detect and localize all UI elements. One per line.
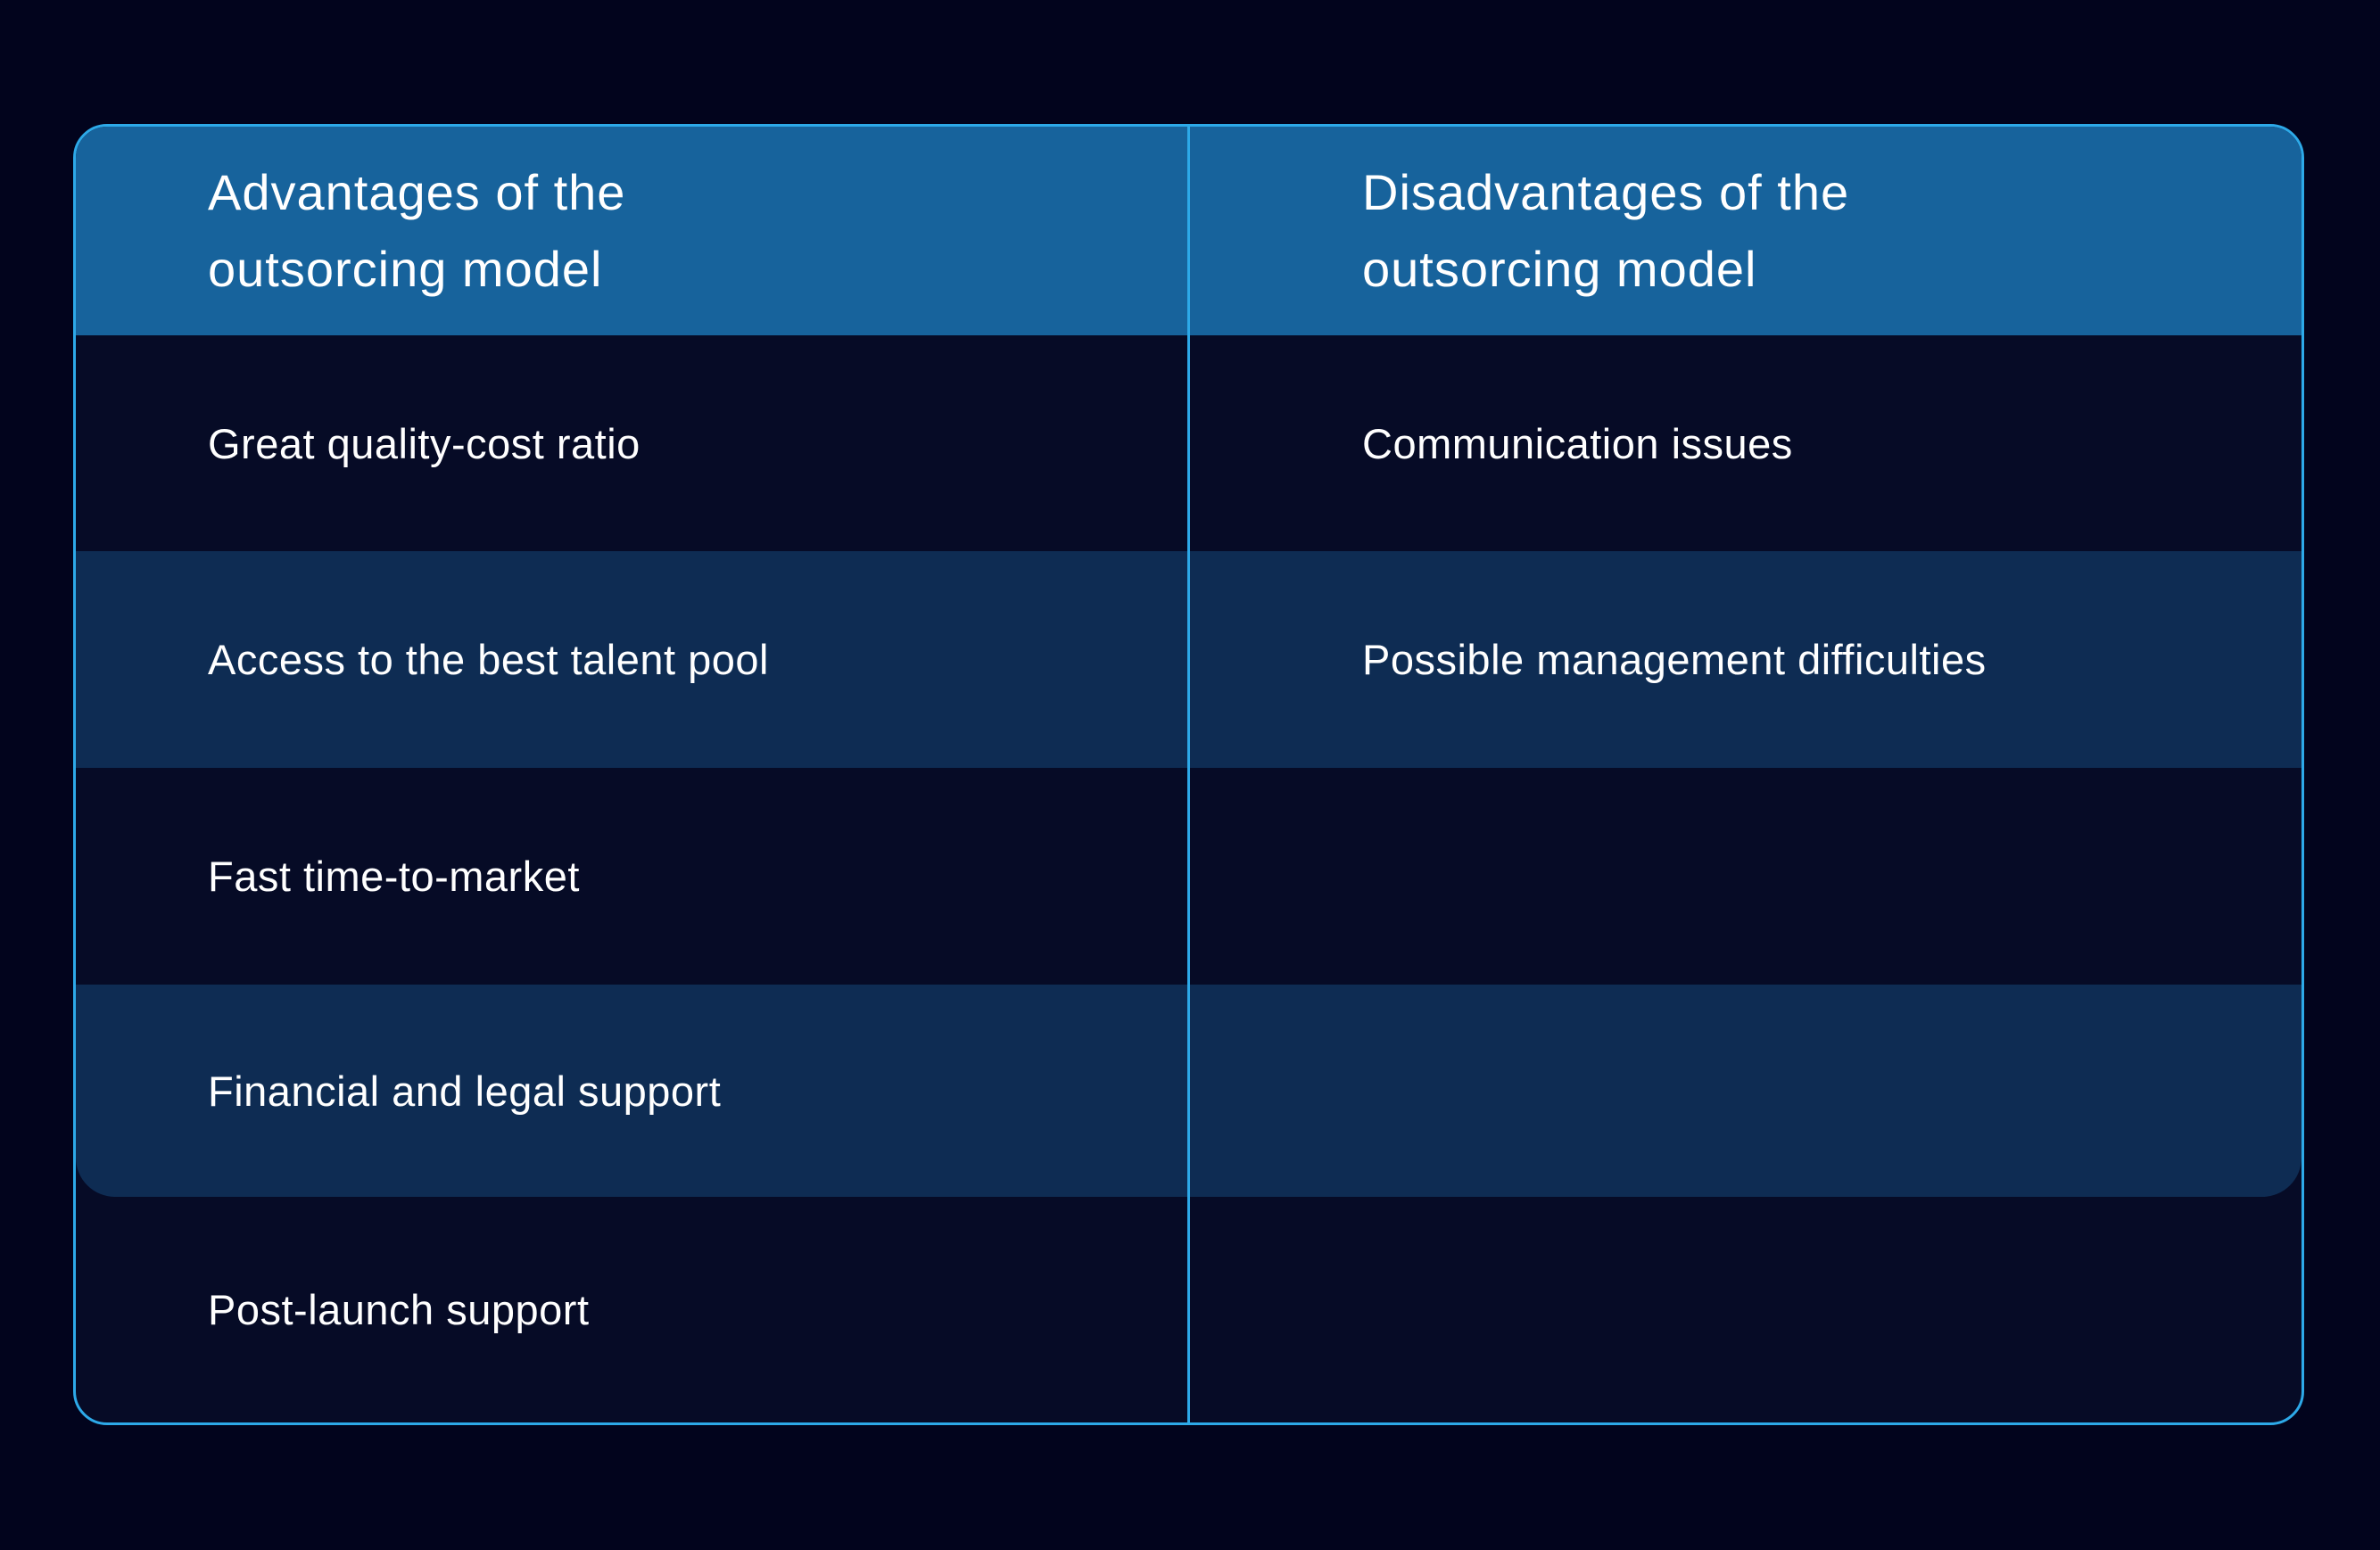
cell-disadvantage-5: [1187, 1197, 2301, 1422]
cell-text: Possible management difficulties: [1362, 636, 1987, 683]
header-title-disadvantages: Disadvantages of the outsorcing model: [1362, 164, 1850, 297]
cell-disadvantage-4: [1187, 985, 2301, 1197]
cell-text: Communication issues: [1362, 419, 1793, 467]
header-cell-disadvantages: Disadvantages of the outsorcing model: [1187, 127, 2301, 335]
header-cell-advantages: Advantages of the outsorcing model: [76, 127, 1187, 335]
cell-disadvantage-1: Communication issues: [1187, 335, 2301, 551]
cell-advantage-1: Great quality-cost ratio: [76, 335, 1187, 551]
comparison-table: Advantages of the outsorcing model Disad…: [73, 124, 2304, 1425]
table-row: Post-launch support: [76, 1197, 2301, 1422]
cell-disadvantage-2: Possible management difficulties: [1187, 551, 2301, 768]
cell-advantage-5: Post-launch support: [76, 1197, 1187, 1422]
header-title-advantages: Advantages of the outsorcing model: [208, 164, 626, 297]
cell-text: Great quality-cost ratio: [208, 419, 640, 467]
cell-disadvantage-3: [1187, 768, 2301, 985]
cell-text: Post-launch support: [208, 1286, 590, 1333]
cell-text: Financial and legal support: [208, 1067, 722, 1115]
cell-advantage-4: Financial and legal support: [76, 985, 1187, 1197]
cell-text: Access to the best talent pool: [208, 636, 769, 683]
table-row: Fast time-to-market: [76, 768, 2301, 985]
table-row: Great quality-cost ratio Communication i…: [76, 335, 2301, 551]
cell-advantage-3: Fast time-to-market: [76, 768, 1187, 985]
column-divider-line: [1187, 127, 1190, 1422]
cell-text: Fast time-to-market: [208, 853, 580, 900]
cell-advantage-2: Access to the best talent pool: [76, 551, 1187, 768]
